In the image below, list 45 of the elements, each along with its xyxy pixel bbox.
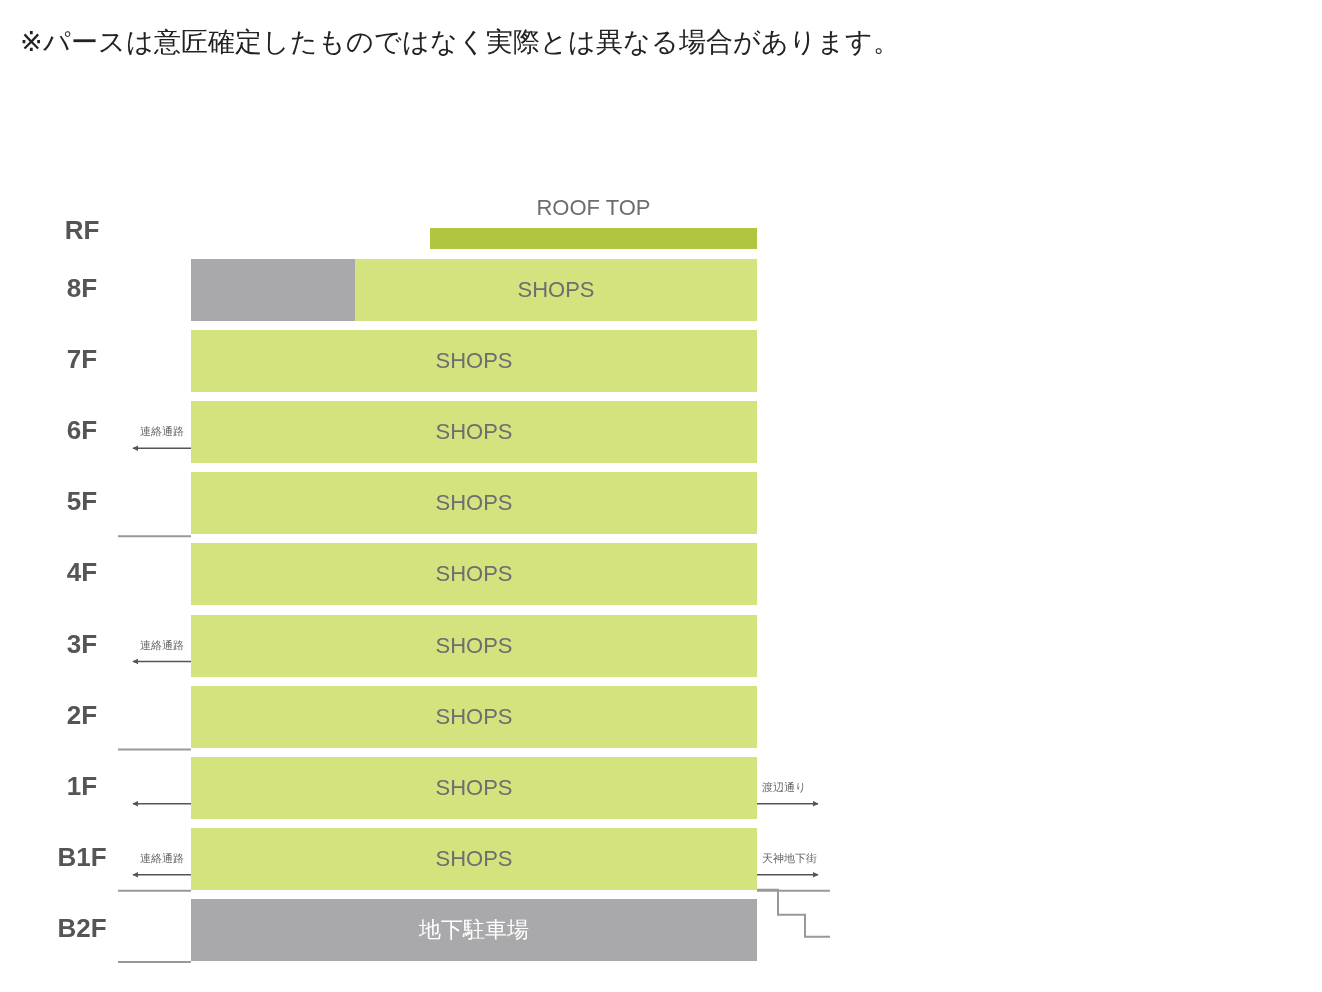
edge-label: 連絡通路 [139,426,185,439]
shops-band [191,827,757,890]
arrow [756,800,819,807]
rooftop-label: ROOF TOP [536,195,651,221]
floor-label: 8F [66,273,98,304]
shops-band [191,756,757,819]
shops-label: SHOPS [435,419,513,446]
shops-label: SHOPS [435,774,513,801]
edge-label: 連絡通路 [139,852,185,865]
shops-band [191,330,757,393]
edge-label: 渡辺通り [761,781,807,794]
arrow [132,445,192,452]
arrow [132,658,192,665]
shops-label: SHOPS [435,703,513,730]
floor-label: 7F [66,344,98,376]
floor-label: RF [64,215,100,246]
floor-label: 4F [66,557,98,589]
shops-band [191,543,757,606]
arrow [132,800,192,807]
parking-label: 地下駐車場 [419,915,529,944]
shops-band [191,685,757,748]
floor-label: 1F [66,770,98,802]
arrow [132,871,192,878]
shops-band [355,259,757,321]
parking-band [191,898,757,961]
floor-label: 6F [66,415,98,447]
floor-label: B1F [57,841,107,873]
shops-band [191,472,757,535]
shops-label: SHOPS [435,632,513,659]
floor-label: 5F [66,486,98,518]
shops-label: SHOPS [435,561,513,588]
arrow [756,871,819,878]
shops-band [191,401,757,464]
edge-label: 連絡通路 [139,639,185,652]
shops-label: SHOPS [517,277,595,303]
floor-label: B2F [57,912,107,944]
floor-block [191,259,355,321]
floor-label: 3F [66,628,98,660]
shops-label: SHOPS [435,845,513,872]
note-text: ※パースは意匠確定したものではなく実際とは異なる場合があります。 [20,25,900,59]
floor-label: 2F [66,699,98,731]
shops-band [191,614,757,677]
shops-label: SHOPS [435,348,513,375]
edge-label: 天神地下街 [761,852,818,865]
shops-label: SHOPS [435,490,513,517]
